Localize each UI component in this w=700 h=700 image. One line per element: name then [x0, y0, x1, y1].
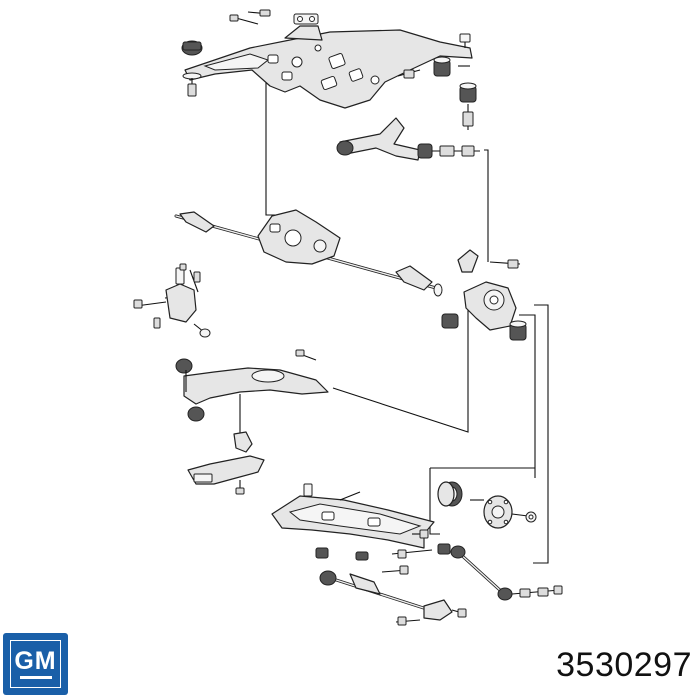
small-bracket	[187, 455, 265, 495]
trailing-link	[319, 570, 467, 626]
wheel-knuckle	[441, 249, 527, 341]
wheel-bearing	[437, 481, 463, 507]
gm-logo-underline	[19, 676, 52, 679]
gm-logo-text: GM	[14, 647, 57, 675]
lower-control-arm	[175, 349, 329, 453]
lateral-link	[450, 545, 563, 601]
bracket	[133, 263, 211, 338]
subframe	[181, 9, 477, 130]
skid-plate	[271, 483, 451, 575]
gm-logo: GM	[3, 633, 68, 695]
part-number: 3530297	[556, 646, 692, 684]
upper-control-arm	[336, 117, 480, 161]
gm-logo-frame: GM	[10, 640, 61, 688]
leader-lines	[164, 67, 549, 564]
wheel-hub	[470, 495, 537, 529]
differential	[257, 209, 341, 265]
